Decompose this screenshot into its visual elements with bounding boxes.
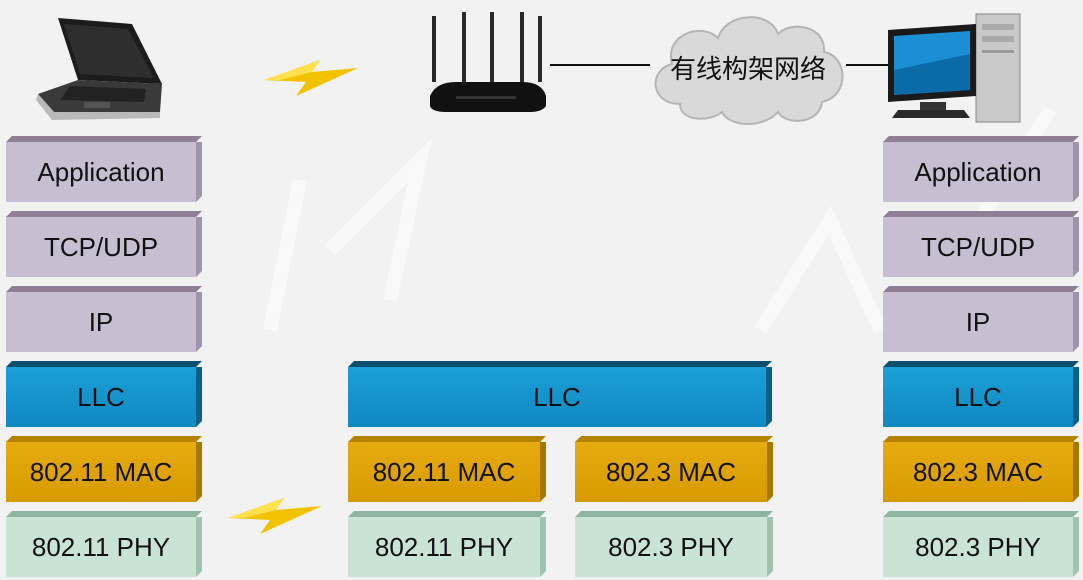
layer-label: 802.3 MAC: [575, 442, 767, 502]
laptop-icon: [36, 18, 162, 120]
layer-label: 802.11 MAC: [348, 442, 540, 502]
ap-llc-layer: LLC: [348, 361, 772, 427]
layer-label: 802.3 PHY: [883, 517, 1073, 577]
ap-wireless-phy-layer: 802.11 PHY: [348, 511, 546, 577]
ap-wired-phy-layer: 802.3 PHY: [575, 511, 773, 577]
wired-network-cloud: 有线构架网络: [640, 4, 856, 130]
cloud-desktop-link: [846, 64, 896, 66]
layer-label: TCP/UDP: [6, 217, 196, 277]
layer-label: 802.11 MAC: [6, 442, 196, 502]
layer-label: IP: [883, 292, 1073, 352]
router-cloud-link: [550, 64, 650, 66]
wireless-signal-icon: [228, 498, 322, 534]
left-phy-layer: 802.11 PHY: [6, 511, 202, 577]
wireless-signal-icon: [264, 60, 358, 96]
ap-wireless-mac-layer: 802.11 MAC: [348, 436, 546, 502]
layer-label: 802.3 MAC: [883, 442, 1073, 502]
layer-label: 802.11 PHY: [6, 517, 196, 577]
right-mac-layer: 802.3 MAC: [883, 436, 1079, 502]
cloud-label: 有线构架网络: [669, 53, 826, 84]
layer-label: Application: [6, 142, 196, 202]
desktop-computer-icon: [888, 13, 1021, 123]
right-phy-layer: 802.3 PHY: [883, 511, 1079, 577]
right-llc-layer: LLC: [883, 361, 1079, 427]
layer-label: 802.3 PHY: [575, 517, 767, 577]
left-network-layer: IP: [6, 286, 202, 352]
cloud-icon: [654, 16, 844, 125]
right-application-layer: Application: [883, 136, 1079, 202]
right-transport-layer: TCP/UDP: [883, 211, 1079, 277]
left-mac-layer: 802.11 MAC: [6, 436, 202, 502]
left-application-layer: Application: [6, 136, 202, 202]
layer-label: TCP/UDP: [883, 217, 1073, 277]
layer-label: LLC: [348, 367, 766, 427]
wireless-router-icon: [430, 12, 546, 112]
layer-label: LLC: [883, 367, 1073, 427]
left-llc-layer: LLC: [6, 361, 202, 427]
layer-label: Application: [883, 142, 1073, 202]
ap-wired-mac-layer: 802.3 MAC: [575, 436, 773, 502]
layer-label: LLC: [6, 367, 196, 427]
layer-label: IP: [6, 292, 196, 352]
layer-label: 802.11 PHY: [348, 517, 540, 577]
right-network-layer: IP: [883, 286, 1079, 352]
left-transport-layer: TCP/UDP: [6, 211, 202, 277]
